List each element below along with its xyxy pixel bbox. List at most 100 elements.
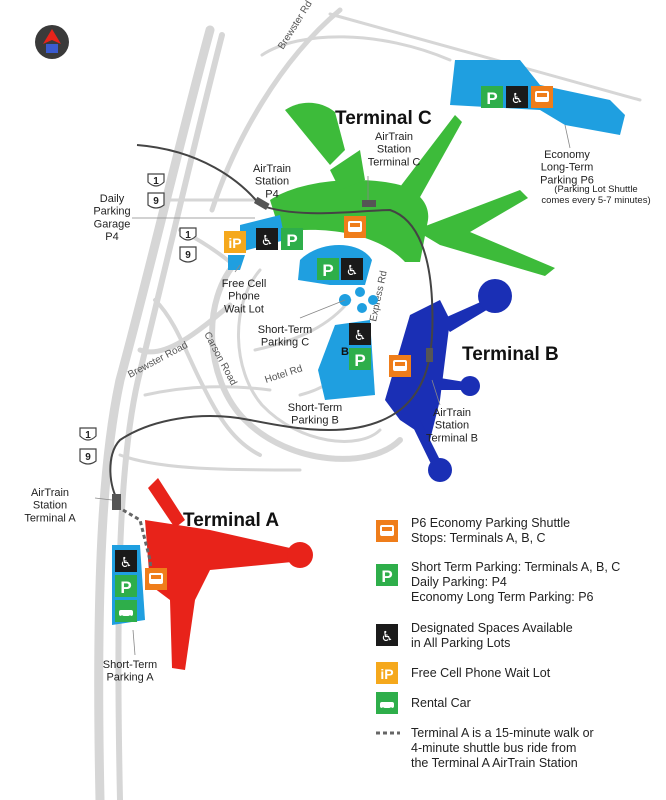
parking-icon <box>376 564 398 586</box>
svg-text:P: P <box>486 89 497 108</box>
label-line: Economy Long Term Parking: P6 <box>411 590 594 604</box>
brewster-road-label: Brewster Road <box>126 340 190 381</box>
label-line: Daily <box>100 193 125 205</box>
label-line: Short-Term <box>288 402 342 414</box>
svg-text:♿: ♿ <box>381 629 394 645</box>
label-line: Parking A <box>106 672 154 684</box>
route-1-label: 1 <box>185 230 191 241</box>
terminal-a-building <box>145 478 313 670</box>
label-line: Short Term Parking: Terminals A, B, C <box>411 560 620 574</box>
cell-phone-lot-icon <box>376 662 398 684</box>
route-9-label: 9 <box>185 250 191 261</box>
leader-lines <box>94 124 571 656</box>
accessible-icon <box>341 258 363 280</box>
label-line: comes every 5-7 minutes) <box>541 195 650 206</box>
label-line: Free Cell Phone Wait Lot <box>411 666 551 680</box>
label-line: Economy <box>544 149 590 161</box>
svg-text:♿: ♿ <box>261 233 274 249</box>
label-line: Terminal A is a 15-minute walk or <box>411 726 594 740</box>
accessible-icon <box>256 228 278 250</box>
parking-icon <box>349 348 371 370</box>
svg-text:♿: ♿ <box>511 91 524 107</box>
label-line: Parking P6 <box>540 174 594 186</box>
brewster-rd-label: Brewster Rd <box>276 0 314 52</box>
terminal-c-shuttle-stop <box>344 216 366 238</box>
label-line: Terminal A <box>24 512 76 524</box>
label-line: Free Cell <box>222 278 267 290</box>
label-line: in All Parking Lots <box>411 636 510 650</box>
route-1-label: 1 <box>153 176 159 187</box>
parking-icon <box>115 575 137 597</box>
svg-text:P: P <box>381 567 392 586</box>
short-term-a-icons: ♿ P <box>115 550 167 622</box>
label-line: Phone <box>228 291 260 303</box>
svg-text:♿: ♿ <box>346 263 359 279</box>
label-line: AirTrain <box>375 131 413 143</box>
airtrain-station-b-marker <box>426 348 433 362</box>
label-line: Station <box>435 420 469 432</box>
terminal-b-label: Terminal B <box>462 344 559 365</box>
label-line: Designated Spaces Available <box>411 621 573 635</box>
label-line: Parking B <box>291 415 339 427</box>
parking-icon <box>281 228 303 250</box>
label-line: Station <box>377 144 411 156</box>
svg-text:♿: ♿ <box>354 328 367 344</box>
route-1-label: 1 <box>85 430 91 441</box>
label-line: Wait Lot <box>224 303 264 315</box>
route-9-label: 9 <box>85 452 91 463</box>
terminal-b-shuttle-stop <box>389 355 411 377</box>
airtrain-station-c-marker <box>362 200 376 207</box>
label-line: 4-minute shuttle bus ride from <box>411 741 576 755</box>
terminal-a-label: Terminal A <box>183 510 279 531</box>
svg-text:P: P <box>322 261 333 280</box>
airtrain-station-a-marker <box>112 494 121 510</box>
legend-item-rental-car: Rental Car <box>376 692 471 714</box>
label-line: AirTrain <box>31 487 69 499</box>
route-1-9-shield-middle: 1 9 <box>179 227 197 263</box>
route-1-9-shield-lower: 1 9 <box>79 427 97 465</box>
terminal-c-label: Terminal C <box>335 108 432 129</box>
legend-rental-car-text: Rental Car <box>411 696 471 710</box>
label-line: Station <box>255 176 289 188</box>
compass-icon <box>35 25 69 59</box>
label-line: P4 <box>265 188 278 200</box>
short-term-b-icons: ♿ P B <box>341 323 371 370</box>
label-line: the Terminal A AirTrain Station <box>411 756 578 770</box>
label-line: Rental Car <box>411 696 471 710</box>
label-line: Terminal C <box>368 156 421 168</box>
label-line: Long-Term <box>541 162 594 174</box>
label-line: Station <box>33 500 67 512</box>
svg-text:P: P <box>286 231 297 250</box>
label-line: Parking <box>93 206 130 218</box>
label-line: AirTrain <box>253 163 291 175</box>
label-line: Parking C <box>261 337 309 349</box>
svg-text:P: P <box>120 578 131 597</box>
accessible-icon <box>115 550 137 572</box>
label-line: (Parking Lot Shuttle <box>554 184 637 195</box>
lot-b-letter: B <box>341 346 349 358</box>
label-line: Garage <box>94 218 131 230</box>
svg-text:P: P <box>354 351 365 370</box>
cell-phone-lot-icon <box>224 231 246 253</box>
route-1-9-shield-upper: 1 9 <box>147 173 165 209</box>
parking-icon <box>317 258 339 280</box>
label-line: P6 Economy Parking Shuttle <box>411 516 570 530</box>
label-line: P4 <box>105 231 118 243</box>
airtrain-stations <box>112 196 433 510</box>
accessible-icon <box>376 624 398 646</box>
hotel-rd-label: Hotel Rd <box>264 363 304 385</box>
